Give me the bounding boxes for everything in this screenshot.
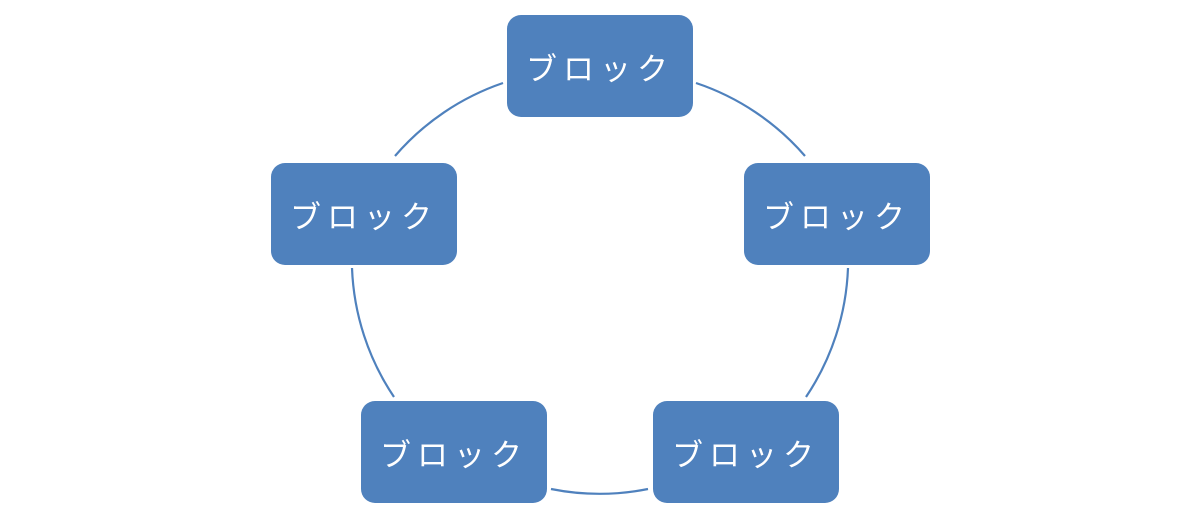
- block-bottom-right[interactable]: ブロック: [653, 401, 839, 503]
- block-top[interactable]: ブロック: [507, 15, 693, 117]
- connector-arc-top-right: [695, 81, 806, 157]
- connector-arc-right-bottom: [805, 267, 850, 398]
- block-left-label: ブロック: [290, 199, 438, 236]
- connector-arc-left-top: [394, 81, 504, 157]
- connector-arc-bottom-left: [350, 267, 395, 398]
- block-right-label: ブロック: [763, 199, 911, 236]
- block-bottom-right-label: ブロック: [672, 437, 820, 474]
- block-top-label: ブロック: [526, 51, 674, 88]
- block-bottom-left-label: ブロック: [380, 437, 528, 474]
- connector-arc-bottom: [550, 487, 649, 495]
- block-bottom-left[interactable]: ブロック: [361, 401, 547, 503]
- block-right[interactable]: ブロック: [744, 163, 930, 265]
- block-left[interactable]: ブロック: [271, 163, 457, 265]
